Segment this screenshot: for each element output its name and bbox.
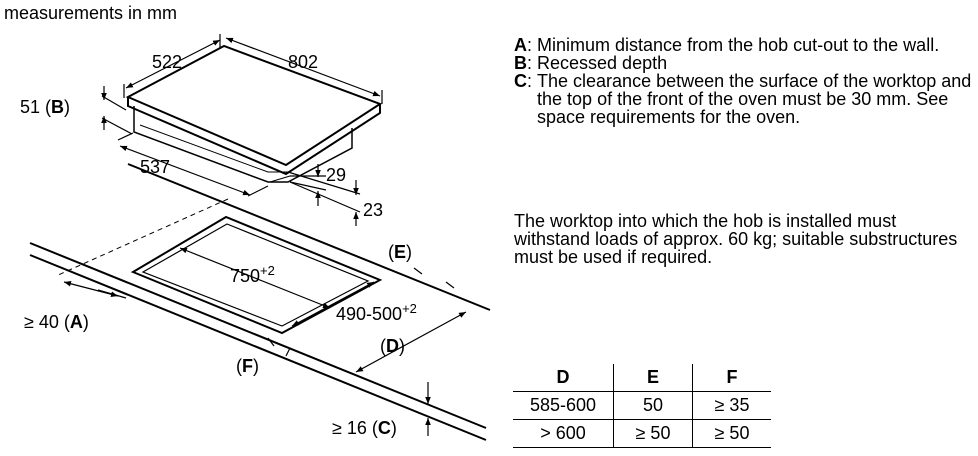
table-cell: ≥ 50 — [692, 419, 771, 448]
hob-body-inner-line — [139, 124, 290, 173]
worktop-back-edge — [127, 163, 491, 311]
dim-d-line — [355, 311, 467, 373]
dim-e-label: (E) — [388, 242, 412, 262]
table-row: > 600 ≥ 50 ≥ 50 — [513, 419, 771, 448]
worktop-dimension-labels: 750+2 490-500+2 ≥ 40 (A) (E) (D) (F) ≥ 1… — [24, 242, 417, 438]
load-note: The worktop into which the hob is instal… — [514, 211, 958, 267]
table-header: E — [613, 364, 693, 392]
units-note: measurements in mm — [4, 3, 177, 23]
dim-40-label: ≥ 40 (A) — [24, 312, 89, 332]
table-cell: > 600 — [513, 419, 614, 448]
dim-23-label: 23 — [363, 200, 383, 220]
table-header-row: D E F — [513, 364, 771, 392]
table-cell: 50 — [613, 391, 693, 420]
legend: A: Minimum distance from the hob cut-out… — [514, 36, 974, 126]
legend-item-c: C: The clearance between the surface of … — [514, 72, 974, 126]
dim-e-tick-2 — [445, 281, 455, 289]
dim-802-label: 802 — [288, 52, 318, 72]
dim-490-line — [291, 281, 375, 327]
legend-item-a: A: Minimum distance from the hob cut-out… — [514, 36, 974, 54]
dim-16-label: ≥ 16 (C) — [332, 418, 397, 438]
table-header: D — [513, 364, 614, 392]
hob-glass-edge — [127, 97, 381, 176]
table-row: 585-600 50 ≥ 35 — [513, 391, 771, 420]
worktop-front-edge-top — [29, 242, 487, 429]
dim-750-label: 750+2 — [230, 263, 275, 286]
dim-522-line — [125, 39, 221, 89]
table-cell: ≥ 35 — [692, 391, 771, 420]
legend-text: Recessed depth — [537, 53, 668, 73]
dim-f-tick-2 — [285, 347, 291, 357]
legend-key: A — [514, 35, 527, 55]
dim-d-label: (D) — [380, 336, 405, 356]
legend-item-b: B: Recessed depth — [514, 54, 974, 72]
dim-29-label: 29 — [326, 165, 346, 185]
dim-e-tick-1 — [413, 267, 423, 275]
dim-40-line — [63, 281, 119, 297]
hob-recessed-body — [133, 106, 353, 183]
dim-802-line — [225, 37, 381, 97]
wall-projection-line — [55, 198, 229, 277]
hob-base-line — [269, 175, 291, 183]
table-header: F — [692, 364, 771, 392]
dim-f-tick-1 — [267, 337, 275, 347]
legend-text: The clearance between the surface of the… — [537, 71, 972, 127]
hob-dimensions — [101, 34, 383, 226]
table-cell: ≥ 50 — [613, 419, 693, 448]
hob-dimension-labels: 522 802 51 (B) 537 29 23 — [20, 52, 383, 220]
worktop-dimensions — [63, 247, 467, 436]
legend-text: Minimum distance from the hob cut-out to… — [537, 35, 940, 55]
dim-490-label: 490-500+2 — [336, 301, 417, 324]
worktop-drawing — [29, 163, 491, 441]
hob-cutout-outer — [130, 215, 383, 335]
dim-522-label: 522 — [152, 52, 182, 72]
clearance-table: D E F 585-600 50 ≥ 35 > 600 ≥ 50 ≥ 50 — [513, 364, 771, 448]
dim-51-label: 51 (B) — [20, 97, 70, 117]
dim-537-line — [119, 145, 251, 196]
legend-key: B — [514, 53, 527, 73]
legend-key: C — [514, 71, 527, 91]
hob-cutout-inner — [141, 223, 370, 327]
table-cell: 585-600 — [513, 391, 614, 420]
dim-f-label: (F) — [236, 356, 259, 376]
